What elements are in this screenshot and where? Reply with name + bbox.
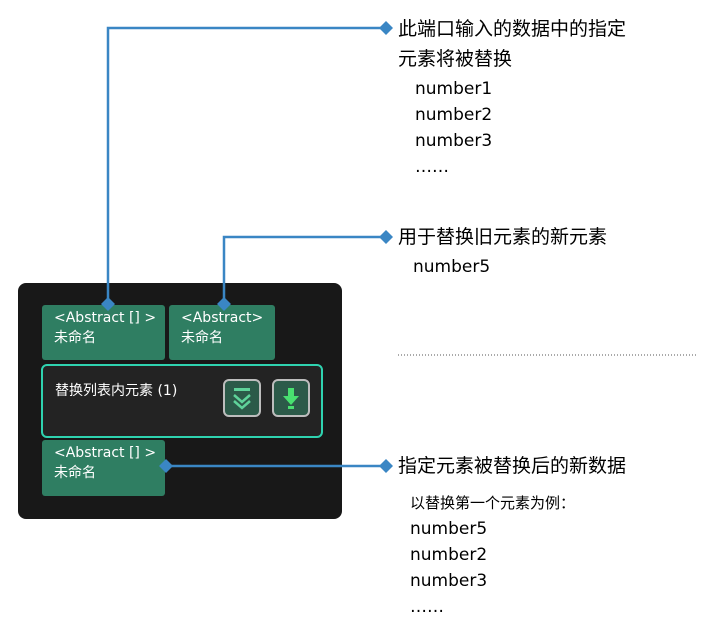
output-port[interactable]: <Abstract [] > 未命名 [42,440,165,496]
port-name-label: 未命名 [181,330,223,346]
annotation-replacement-examples: number5 [413,257,491,277]
diamond-marker [159,459,173,473]
diamond-marker [379,459,393,473]
input-port-element[interactable]: <Abstract> 未命名 [169,305,275,360]
diamond-marker [379,230,393,244]
port-type-label: <Abstract [] > [54,310,157,326]
port-name-label: 未命名 [54,330,96,346]
port-name-label: 未命名 [54,465,96,481]
diamond-marker [217,297,231,311]
input-port-list[interactable]: <Abstract [] > 未命名 [42,305,165,360]
annotation-input-list-title: 此端口输入的数据中的指定 元素将被替换 [398,18,627,70]
annotation-replacement-title: 用于替换旧元素的新元素 [398,226,608,248]
connector-line-input-list [106,26,386,305]
port-type-label: <Abstract [] > [54,445,157,461]
annotation-output-examples: 以替换第一个元素为例： number5 number2 number3 …… [410,494,576,617]
node-core[interactable]: 替换列表内元素 (1) [41,364,323,438]
diamond-marker [379,21,393,35]
port-type-label: <Abstract> [181,310,264,326]
download-button[interactable] [272,379,310,417]
connector-line-replacement [222,235,386,305]
node-title: 替换列表内元素 (1) [55,383,178,399]
double-chevron-down-icon [233,388,251,410]
annotation-output-title: 指定元素被替换后的新数据 [398,455,627,477]
arrow-down-icon [283,388,299,409]
expand-button[interactable] [223,379,261,417]
diamond-marker [101,297,115,311]
annotation-input-list-examples: number1 number2 number3 …… [415,79,493,177]
